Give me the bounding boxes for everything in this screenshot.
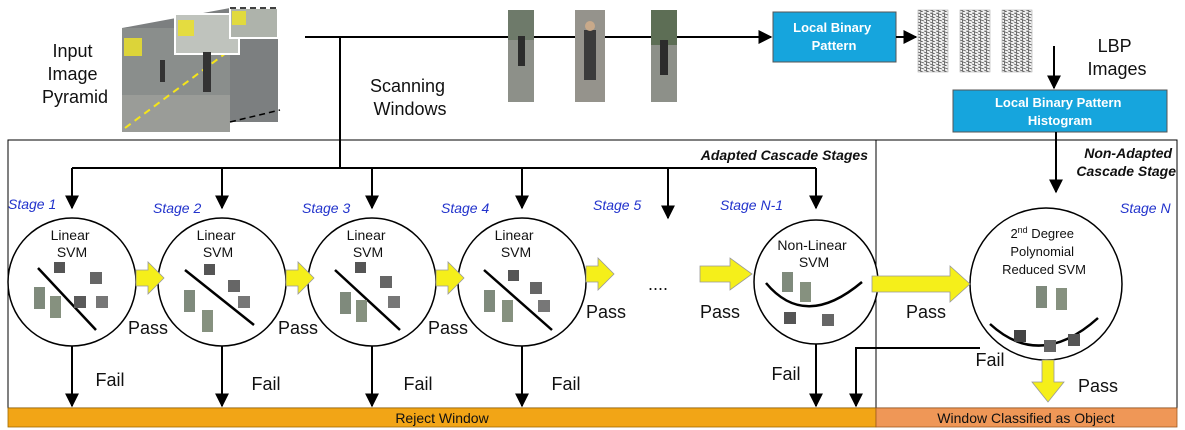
pass-label-to-n: Pass [906, 302, 946, 322]
stage-1-node: Linear SVM [7, 217, 137, 347]
stage-n-1-svm-label: Non-Linear SVM [777, 237, 850, 270]
stage-2-svm-label: Linear SVM [197, 227, 240, 260]
fail-label-1: Fail [95, 370, 124, 390]
stage-5-label: Stage 5 [593, 197, 641, 213]
stage-4-svm-label: Linear SVM [495, 227, 538, 260]
input-image-pyramid [122, 7, 281, 132]
pass-arrow-final [1031, 359, 1065, 403]
pass-label-final: Pass [1078, 376, 1118, 396]
lbp-histogram-label: Local Binary Pattern Histogram [995, 95, 1125, 128]
stage-2-label: Stage 2 [153, 200, 201, 216]
pass-arrow-n-1-to-n [871, 265, 971, 303]
stage-n-svm-label: 2nd Degree Polynomial Reduced SVM [1002, 225, 1086, 277]
stage-n-label: Stage N [1120, 200, 1171, 216]
scanning-window-thumbnails [508, 10, 677, 102]
lbp-box-label: Local Binary Pattern [793, 20, 875, 53]
fail-label-3: Fail [403, 374, 432, 394]
pass-arrow-3 [435, 261, 465, 295]
stage-n-node: 2nd Degree Polynomial Reduced SVM [969, 207, 1123, 361]
window-classified-label: Window Classified as Object [937, 410, 1115, 426]
stage-3-label: Stage 3 [302, 200, 350, 216]
fail-arrow-n [849, 347, 980, 408]
adapted-stages-header: Adapted Cascade Stages [700, 147, 868, 163]
continuation-ellipsis: .... [648, 274, 668, 294]
pass-arrow-2 [285, 261, 315, 295]
pass-label-n-1: Pass [700, 302, 740, 322]
pass-label-1: Pass [128, 318, 168, 338]
lbp-images [917, 9, 1033, 73]
stage-3-node: Linear SVM [307, 217, 437, 347]
pass-arrow-n-1 [699, 257, 753, 291]
pass-label-3: Pass [428, 318, 468, 338]
stage-4-label: Stage 4 [441, 200, 489, 216]
fail-label-n: Fail [975, 350, 1004, 370]
fail-label-n-1: Fail [771, 364, 800, 384]
pass-label-4: Pass [586, 302, 626, 322]
input-pyramid-label: Input Image Pyramid [42, 41, 108, 107]
stage-1-label: Stage 1 [8, 196, 56, 212]
pass-arrow-4 [585, 257, 615, 291]
pass-arrow-1 [135, 261, 165, 295]
fail-label-2: Fail [251, 374, 280, 394]
lbp-histogram-box [952, 89, 1168, 133]
pass-label-2: Pass [278, 318, 318, 338]
stage-n-1-label: Stage N-1 [720, 197, 783, 213]
scanning-windows-label: Scanning Windows [370, 76, 450, 119]
lbp-images-label: LBP Images [1087, 36, 1146, 79]
stage-1-svm-label: Linear SVM [51, 227, 94, 260]
stage-4-node: Linear SVM [457, 217, 587, 347]
stage-n-1-node: Non-Linear SVM [753, 219, 879, 345]
stage-3-svm-label: Linear SVM [347, 227, 390, 260]
stage-2-node: Linear SVM [157, 217, 287, 347]
window-classified-bar [875, 407, 1178, 428]
fail-label-4: Fail [551, 374, 580, 394]
reject-window-label: Reject Window [395, 410, 489, 426]
non-adapted-stage-header: Non-Adapted Cascade Stage [1076, 145, 1176, 179]
